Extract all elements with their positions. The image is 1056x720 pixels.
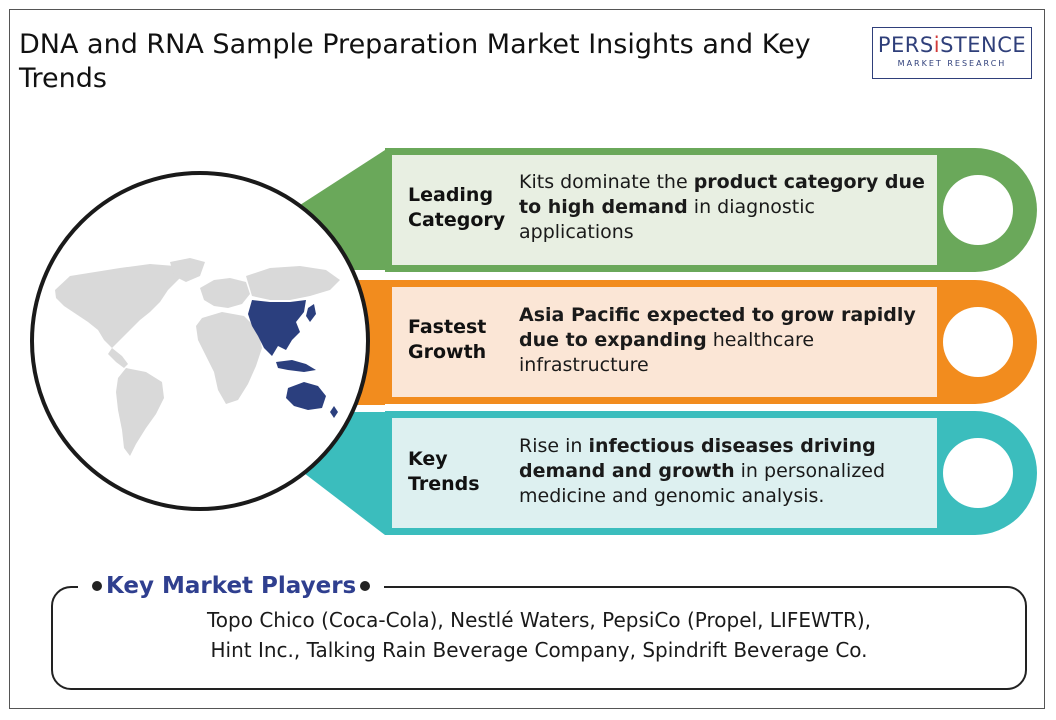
panel-label-fastest-growth: Fastest Growth — [408, 316, 487, 363]
map-central-america — [108, 348, 128, 368]
panel-box-fastest-growth — [392, 287, 937, 397]
map-australia — [286, 382, 326, 410]
panel-desc-leading-category: Kits dominate the product category due t… — [519, 171, 925, 243]
panel-label-leading-category: Leading Category — [408, 184, 506, 231]
panel-circle-leading-category — [943, 175, 1013, 245]
map-north-america — [55, 264, 180, 348]
panel-circle-key-trends — [943, 438, 1013, 508]
logo-wordmark: PERSiSTENCE — [877, 33, 1027, 57]
bullet-dot-right — [360, 581, 371, 591]
map-asia-pacific — [248, 300, 306, 356]
map-indonesia — [276, 360, 316, 372]
panel-box-key-trends — [392, 418, 937, 528]
panel-desc-key-trends: Rise in infectious diseases driving dema… — [519, 435, 886, 507]
players-list-line-2: Hint Inc., Talking Rain Beverage Company… — [210, 638, 868, 662]
panel-desc-fastest-growth: Asia Pacific expected to grow rapidly du… — [519, 304, 916, 376]
map-japan — [306, 304, 316, 322]
panel-circle-fastest-growth — [943, 307, 1013, 377]
asia-pacific-highlight — [248, 300, 338, 418]
panel-box-leading-category — [392, 155, 937, 265]
brand-logo: PERSiSTENCE MARKET RESEARCH — [872, 27, 1032, 79]
map-greenland — [170, 258, 205, 282]
logo-tagline: MARKET RESEARCH — [897, 59, 1007, 68]
map-new-zealand — [330, 406, 338, 418]
map-north-asia — [246, 266, 340, 300]
map-europe — [200, 278, 250, 308]
page-title: DNA and RNA Sample Preparation Market In… — [19, 29, 811, 94]
key-market-players-heading: Key Market Players — [78, 568, 385, 604]
world-map — [55, 258, 340, 456]
map-south-america — [116, 368, 164, 456]
map-africa — [196, 312, 262, 404]
bullet-dot-left — [92, 581, 102, 591]
panel-label-key-trends: Key Trends — [408, 448, 480, 495]
players-list-line-1: Topo Chico (Coca-Cola), Nestlé Waters, P… — [206, 608, 872, 632]
key-market-players-title: Key Market Players — [106, 573, 357, 599]
